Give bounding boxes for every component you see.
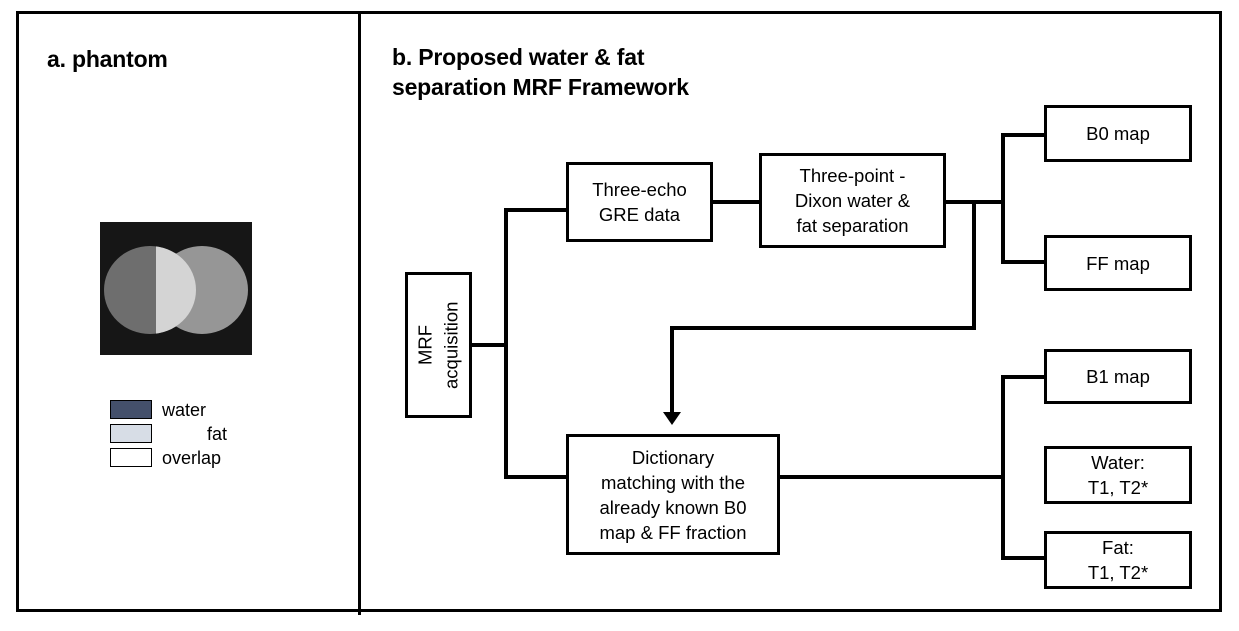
- connector-to-ff-map: [1001, 260, 1045, 264]
- legend-swatch-water: [110, 400, 152, 419]
- legend-label-fat: fat: [206, 423, 227, 444]
- connector-dixon-down-horizontal: [670, 326, 976, 330]
- connector-mrf-vertical-split: [504, 208, 508, 479]
- legend-swatch-fat: [110, 424, 152, 443]
- phantom-overlap-region: [156, 246, 196, 334]
- node-three-echo-gre[interactable]: Three-echo GRE data: [566, 162, 713, 242]
- connector-dixon-right-vertical: [1001, 133, 1005, 264]
- panel-a-title: a. phantom: [47, 46, 168, 72]
- node-b0-map[interactable]: B0 map: [1044, 105, 1192, 162]
- node-b1-map[interactable]: B1 map: [1044, 349, 1192, 404]
- node-water-params[interactable]: Water: T1, T2*: [1044, 446, 1192, 504]
- phantom-overlap-lens: [156, 246, 196, 334]
- legend-swatch-overlap: [110, 448, 152, 467]
- arrowhead-into-dictionary: [663, 412, 681, 425]
- legend-item-fat: fat: [110, 422, 302, 445]
- legend-label-overlap: overlap: [162, 447, 222, 468]
- legend-item-water: water: [110, 398, 302, 421]
- connector-mrf-out: [472, 343, 508, 347]
- node-ff-map[interactable]: FF map: [1044, 235, 1192, 291]
- connector-to-b0-map: [1001, 133, 1045, 137]
- connector-into-dictionary-vertical: [670, 326, 674, 416]
- node-mrf-acquisition[interactable]: MRF acquisition: [405, 272, 472, 418]
- connector-to-b1-map: [1001, 375, 1045, 379]
- connector-mrf-to-dictionary: [504, 475, 570, 479]
- node-three-point-dixon[interactable]: Three-point - Dixon water & fat separati…: [759, 153, 946, 248]
- node-dictionary-matching[interactable]: Dictionary matching with the already kno…: [566, 434, 780, 555]
- panel-divider: [358, 11, 361, 615]
- node-fat-params[interactable]: Fat: T1, T2*: [1044, 531, 1192, 589]
- figure-outer-frame: [16, 11, 1222, 612]
- legend-label-water: water: [162, 399, 207, 420]
- legend-item-overlap: overlap: [110, 446, 302, 469]
- connector-gre-to-dixon: [712, 200, 760, 204]
- connector-dictionary-right-vertical: [1001, 375, 1005, 560]
- phantom-image: [100, 222, 252, 355]
- connector-mrf-to-gre: [504, 208, 570, 212]
- connector-dixon-down-vertical: [972, 200, 976, 330]
- connector-to-fat-params: [1001, 556, 1045, 560]
- panel-b-title: b. Proposed water & fat separation MRF F…: [392, 44, 689, 100]
- connector-dictionary-out: [780, 475, 1002, 479]
- phantom-legend: water fat overlap: [110, 398, 302, 470]
